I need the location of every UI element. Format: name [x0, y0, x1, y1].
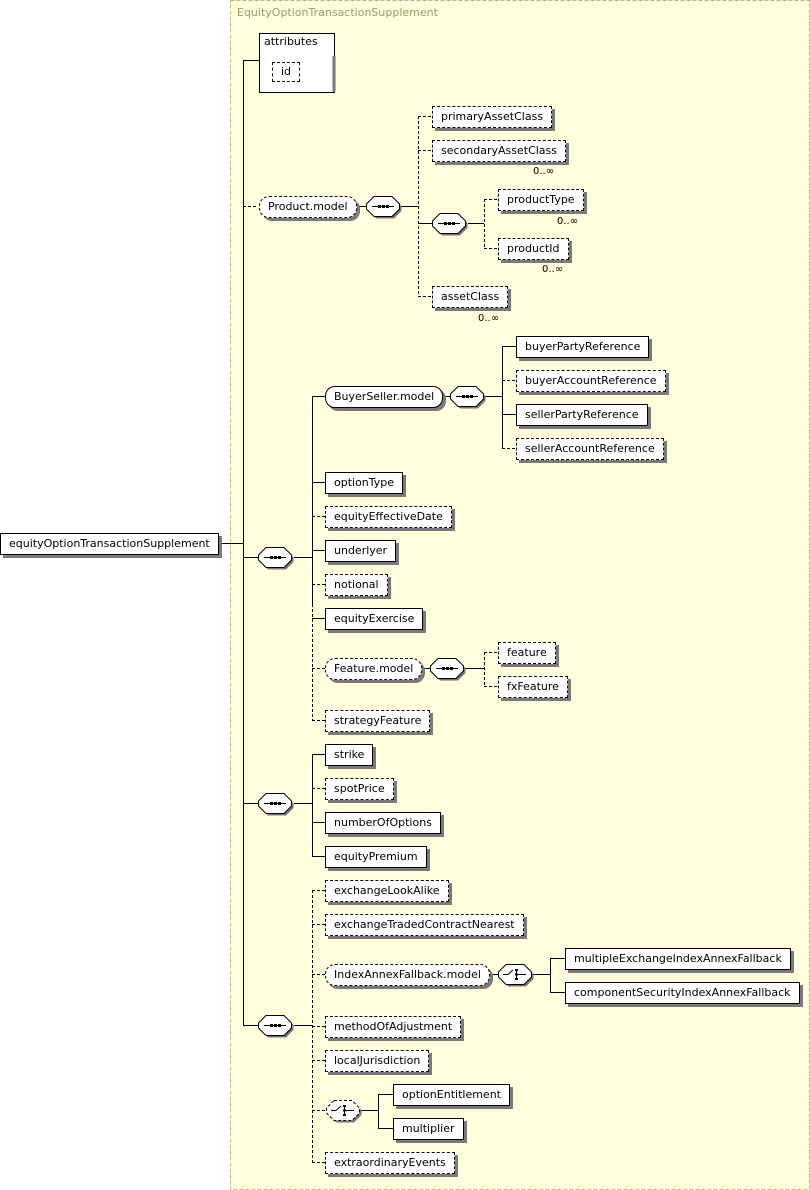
indexannexfallback-model-group[interactable]: IndexAnnexFallback.model [325, 964, 490, 986]
occurrence-label: 0..∞ [557, 216, 579, 227]
element-productType[interactable]: productType [498, 189, 584, 211]
element-spotPrice[interactable]: spotPrice [325, 778, 394, 800]
sequence-compositor-icons [258, 196, 486, 1038]
element-multiplier[interactable]: multiplier [393, 1118, 464, 1140]
element-sellerPartyReference[interactable]: sellerPartyReference [516, 404, 648, 426]
complex-type-title: EquityOptionTransactionSupplement [237, 6, 438, 19]
occurrence-label: 0..∞ [542, 264, 564, 275]
element-secondaryAssetClass[interactable]: secondaryAssetClass [432, 140, 567, 162]
element-equityExercise[interactable]: equityExercise [325, 608, 424, 630]
occurrence-label: 0..∞ [533, 166, 555, 177]
element-exchangeTradedContractNearest[interactable]: exchangeTradedContractNearest [325, 914, 524, 936]
element-methodOfAdjustment[interactable]: methodOfAdjustment [325, 1016, 462, 1038]
element-underlyer[interactable]: underlyer [325, 540, 397, 562]
element-optionType[interactable]: optionType [325, 472, 404, 494]
element-equityPremium[interactable]: equityPremium [325, 846, 427, 868]
element-buyerPartyReference[interactable]: buyerPartyReference [516, 336, 650, 358]
element-primaryAssetClass[interactable]: primaryAssetClass [432, 106, 553, 128]
root-element[interactable]: equityOptionTransactionSupplement [0, 533, 219, 555]
element-strike[interactable]: strike [325, 744, 374, 766]
choice-compositor-icons [326, 964, 534, 1123]
element-multipleExchangeIndexAnnexFallback[interactable]: multipleExchangeIndexAnnexFallback [565, 948, 791, 970]
complex-type-background [230, 0, 810, 1190]
attributes-title: attributes [264, 35, 318, 48]
element-strategyFeature[interactable]: strategyFeature [325, 710, 431, 732]
element-notional[interactable]: notional [325, 574, 388, 596]
element-localJurisdiction[interactable]: localJurisdiction [325, 1050, 430, 1072]
element-buyerAccountReference[interactable]: buyerAccountReference [516, 370, 666, 392]
buyerseller-model-group[interactable]: BuyerSeller.model [325, 386, 444, 408]
element-numberOfOptions[interactable]: numberOfOptions [325, 812, 441, 834]
element-extraordinaryEvents[interactable]: extraordinaryEvents [325, 1152, 455, 1174]
element-fxFeature[interactable]: fxFeature [498, 676, 568, 698]
product-model-group[interactable]: Product.model [259, 196, 357, 218]
occurrence-label: 0..∞ [478, 313, 500, 324]
attribute-id[interactable]: id [272, 62, 301, 82]
element-equityEffectiveDate[interactable]: equityEffectiveDate [325, 506, 452, 528]
element-productId[interactable]: productId [498, 238, 569, 260]
element-optionEntitlement[interactable]: optionEntitlement [393, 1084, 510, 1106]
element-assetClass[interactable]: assetClass [432, 286, 509, 308]
element-exchangeLookAlike[interactable]: exchangeLookAlike [325, 880, 449, 902]
feature-model-group[interactable]: Feature.model [325, 658, 423, 680]
element-sellerAccountReference[interactable]: sellerAccountReference [516, 438, 664, 460]
element-feature[interactable]: feature [498, 642, 556, 664]
element-componentSecurityIndexAnnexFallback[interactable]: componentSecurityIndexAnnexFallback [565, 982, 800, 1004]
